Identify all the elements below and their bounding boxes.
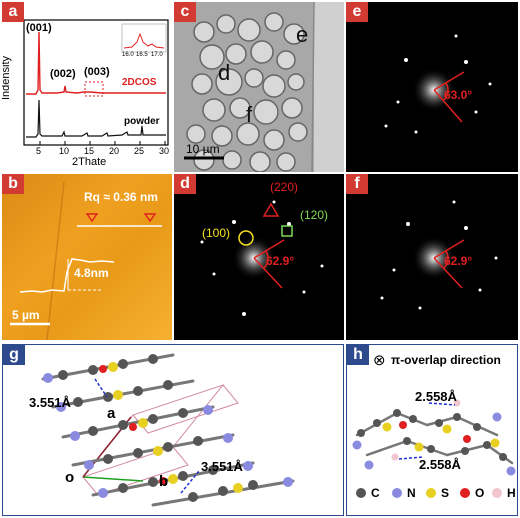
plane-label-120: (120)	[300, 208, 329, 222]
roughness-label: Rq ≈ 0.36 nm	[84, 190, 158, 204]
legend-label-c: C	[371, 486, 380, 500]
pi-direction-icon: ⊗	[373, 352, 386, 369]
panel-label-f: f	[346, 174, 368, 194]
axis-label-o: o	[65, 469, 75, 486]
panel-d-saed: d (220) (120) (100) 62.9°	[174, 174, 344, 340]
panel-label-e: e	[346, 2, 368, 22]
legend-swatch-o	[460, 488, 470, 498]
plane-label-100: (100)	[202, 226, 231, 240]
legend-swatch-c	[356, 488, 366, 498]
angle-label: 62.9°	[266, 254, 295, 268]
peak-label-001: (001)	[26, 22, 52, 34]
region-label-f: f	[246, 102, 253, 127]
angle-label: 63.0°	[444, 88, 473, 102]
panel-f-saed: f 62.9°	[346, 174, 518, 340]
diffraction-pattern	[380, 200, 498, 310]
diffraction-pattern	[200, 200, 324, 316]
panel-label-a: a	[2, 2, 24, 22]
panel-label-h: h	[347, 345, 369, 365]
axis-label-b: b	[159, 473, 169, 490]
inset-tick-2: 16.5	[136, 52, 148, 58]
distance-label-2: 3.551Å	[201, 459, 243, 474]
series-powder-line	[26, 99, 166, 138]
legend-label-s: S	[441, 486, 450, 500]
series-2dcos-line	[26, 31, 166, 95]
region-label-d: d	[218, 60, 231, 85]
legend-label-h: H	[507, 486, 516, 500]
x-tick-25: 25	[134, 146, 145, 156]
angle-label: 62.9°	[444, 254, 473, 268]
panel-h-dimer: h ⊗ π-overlap direction 2.558Å 2.558Å C …	[346, 344, 518, 516]
panel-c-tem: c d e f 10 µm	[174, 2, 344, 172]
distance-label-2: 2.558Å	[419, 457, 461, 472]
legend-swatch-h	[492, 488, 502, 498]
pi-direction-title: π-overlap direction	[391, 353, 501, 367]
panel-e-saed: e 63.0°	[346, 2, 518, 172]
step-height-label: 4.8nm	[74, 266, 109, 280]
y-axis-label: Indensity	[2, 55, 13, 101]
panel-b-afm: b Rq ≈ 0.36 nm 4.8nm 5 µm	[2, 174, 172, 340]
x-tick-5: 5	[36, 146, 42, 156]
x-tick-30: 30	[159, 146, 170, 156]
dimer-structure	[352, 399, 516, 498]
x-tick-10: 10	[59, 146, 70, 156]
panel-label-d: d	[174, 174, 196, 194]
series-label-powder: powder	[124, 116, 160, 127]
inset-tick-3: 17.0	[151, 52, 163, 58]
region-label-e: e	[296, 22, 309, 47]
legend-swatch-n	[392, 488, 402, 498]
panel-g-crystal: g 3.551	[2, 344, 344, 516]
legend-label-n: N	[407, 486, 416, 500]
xrd-plot	[23, 19, 169, 146]
legend-label-o: O	[475, 486, 485, 500]
panel-label-b: b	[2, 174, 24, 194]
x-tick-20: 20	[109, 146, 120, 156]
peak-label-002: (002)	[50, 68, 76, 80]
x-axis-label: 2Thate	[72, 156, 107, 168]
panel-label-g: g	[3, 345, 25, 365]
axis-label-a: a	[107, 405, 116, 422]
diffraction-pattern	[384, 34, 492, 134]
scale-bar-label: 10 µm	[186, 142, 220, 156]
inset-tick-1: 16.0	[122, 52, 134, 58]
legend-swatch-s	[426, 488, 436, 498]
x-tick-15: 15	[84, 146, 95, 156]
crystal-packing	[41, 353, 295, 507]
series-label-2dcos: 2DCOS	[122, 77, 157, 88]
distance-label-1: 2.558Å	[415, 389, 457, 404]
panel-label-c: c	[174, 2, 196, 22]
panel-a-xrd: a Indensity 2Thate 5 10 15 20 25 30 (001…	[2, 2, 172, 172]
distance-label-1: 3.551Å	[29, 395, 71, 410]
plane-label-220: (220)	[270, 180, 299, 194]
afm-overlay	[10, 181, 162, 340]
scale-bar-label: 5 µm	[12, 308, 40, 322]
peak-label-003: (003)	[84, 66, 110, 78]
tem-cells	[174, 2, 344, 172]
